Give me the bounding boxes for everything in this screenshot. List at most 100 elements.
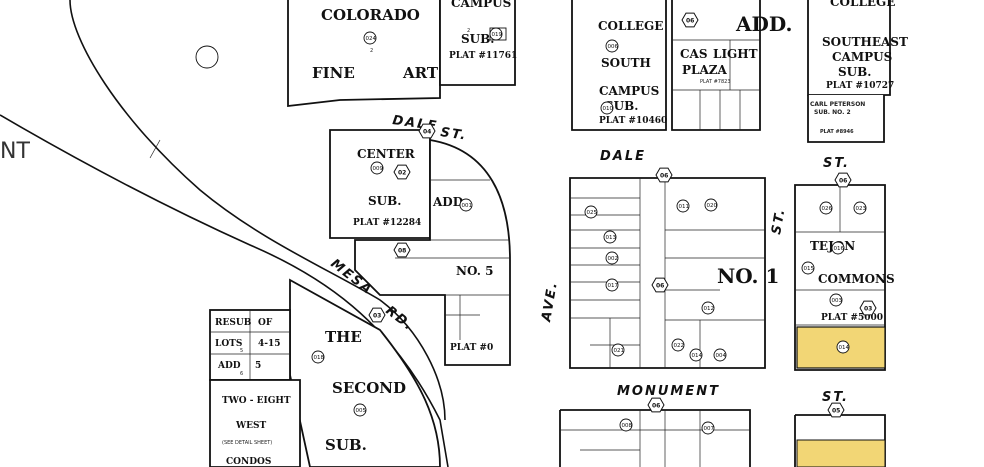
street-ave: AVE. <box>539 280 561 324</box>
street-dale-upper-st: ST. <box>439 125 468 144</box>
parcel-circle-highlight[interactable] <box>836 340 850 354</box>
parcel-circle-010[interactable] <box>600 101 614 115</box>
parcel-label-019: 019 <box>492 32 503 38</box>
hex-marker-2 <box>834 172 852 188</box>
parcel-circle-017[interactable] <box>605 278 619 292</box>
label-fine-arts-lot: 2 <box>370 48 373 54</box>
block-carl-peterson <box>807 95 885 143</box>
block-no1 <box>569 177 766 369</box>
parcel-label-001: 001 <box>462 203 473 209</box>
label-south: SOUTH <box>601 56 651 70</box>
parcel-circle-008[interactable] <box>619 418 633 432</box>
parcel-label-012: 012 <box>704 306 715 312</box>
label-sub-no2: SUB. NO. 2 <box>814 109 851 116</box>
parcel-circle-016[interactable] <box>831 241 845 255</box>
parcel-label-023: 023 <box>856 206 867 212</box>
parcel-circle-022[interactable] <box>671 338 685 352</box>
hex-label-7: 02 <box>398 170 406 177</box>
parcel-circle-001[interactable] <box>459 198 473 212</box>
parcel-circle-023[interactable] <box>853 201 867 215</box>
label-no1: NO. 1 <box>717 264 779 288</box>
tejon-lots <box>795 185 885 326</box>
label-arts: ARTS <box>402 64 449 82</box>
parcel-circle-002[interactable] <box>605 251 619 265</box>
label-cas: CAS <box>680 47 708 61</box>
resub-5a: 5 <box>240 348 243 354</box>
label-southeast: SOUTHEAST <box>822 35 908 49</box>
street-monument-st: ST. <box>822 390 849 405</box>
street-tejon-st: ST. <box>769 207 788 236</box>
street-mesa-rd: RD. <box>383 303 417 334</box>
block-college-south <box>571 0 667 131</box>
hex-marker-4 <box>647 397 665 413</box>
label-plaza: PLAZA <box>682 63 728 77</box>
mesa-road-tick <box>149 139 161 159</box>
block-campus-sub <box>439 0 516 86</box>
parcel-circle-011[interactable] <box>676 199 690 213</box>
label-see-detail: (SEE DETAIL SHEET) <box>222 440 272 446</box>
parcel-circle-005[interactable] <box>353 403 367 417</box>
label-plat-10460: PLAT #10460 <box>599 116 667 126</box>
parcel-circle-018[interactable] <box>311 350 325 364</box>
street-dale-st: ST. <box>823 156 850 171</box>
parcel-circle-007[interactable] <box>701 421 715 435</box>
label-sub3: SUB. <box>838 65 871 79</box>
label-plat-11761: PLAT #11761 <box>449 51 517 61</box>
label-add-mid: ADD <box>432 195 463 209</box>
hex-label-0: 04 <box>423 129 431 136</box>
parcel-label-highlight: 014 <box>839 345 850 351</box>
parcel-label-006: 006 <box>608 44 619 50</box>
label-plat-12284: PLAT #12284 <box>353 218 421 228</box>
parcel-label-021: 021 <box>614 348 625 354</box>
parcel-label-008: 008 <box>622 423 633 429</box>
parcel-circle-015[interactable] <box>801 261 815 275</box>
label-west: WEST <box>235 421 266 431</box>
parcel-label-005: 005 <box>356 408 367 414</box>
no1-lots <box>570 178 765 368</box>
highlighted-parcel-bottom <box>796 439 886 467</box>
parcel-circle-019[interactable] <box>489 27 503 41</box>
parcel-label-010: 010 <box>603 106 614 112</box>
label-campus3: CAMPUS <box>832 50 892 64</box>
parcel-label-004: 004 <box>716 353 727 359</box>
label-two-eight: TWO - EIGHT <box>222 396 291 406</box>
label-add-top: ADD. <box>735 12 792 36</box>
label-carl-peterson: CARL PETERSON <box>810 101 865 108</box>
parcel-circle-003[interactable] <box>829 293 843 307</box>
parcel-circle-025[interactable] <box>584 205 598 219</box>
parcel-label-009: 009 <box>373 166 384 172</box>
cas-light-lots <box>672 39 760 130</box>
parcel-circle-004[interactable] <box>713 348 727 362</box>
parcel-label-018: 018 <box>314 355 325 361</box>
street-monument: MONUMENT <box>617 384 720 399</box>
label-campus-lot: 2 <box>467 28 470 34</box>
parcel-circle-009[interactable] <box>370 161 384 175</box>
hex-marker-6 <box>393 242 411 258</box>
parcel-circle-014[interactable] <box>689 348 703 362</box>
label-college2: COLLEGE <box>830 0 895 9</box>
hex-marker-1 <box>655 167 673 183</box>
label-no5: NO. 5 <box>456 264 493 278</box>
parcel-circle-021[interactable] <box>611 343 625 357</box>
block-add-no5 <box>354 138 511 366</box>
parcel-circle-020[interactable] <box>704 198 718 212</box>
resub-table-grid <box>210 310 290 380</box>
hex-marker-0 <box>418 123 436 139</box>
parcel-circle-012[interactable] <box>701 301 715 315</box>
hex-label-6: 08 <box>398 248 406 255</box>
parcel-circle-024[interactable] <box>363 31 377 45</box>
label-fine: FINE <box>312 64 355 82</box>
resub-add: ADD <box>217 361 241 371</box>
parcel-label-002: 002 <box>608 256 619 262</box>
parcel-circle-026[interactable] <box>819 201 833 215</box>
parcel-label-013: 013 <box>606 235 617 241</box>
label-commons: COMMONS <box>818 272 895 286</box>
parcel-circle-006[interactable] <box>605 39 619 53</box>
parcel-label-014: 014 <box>692 353 703 359</box>
mesa-road-edge-east <box>69 0 446 421</box>
parcel-circle-013[interactable] <box>603 230 617 244</box>
resub-lots: LOTS <box>215 339 242 349</box>
